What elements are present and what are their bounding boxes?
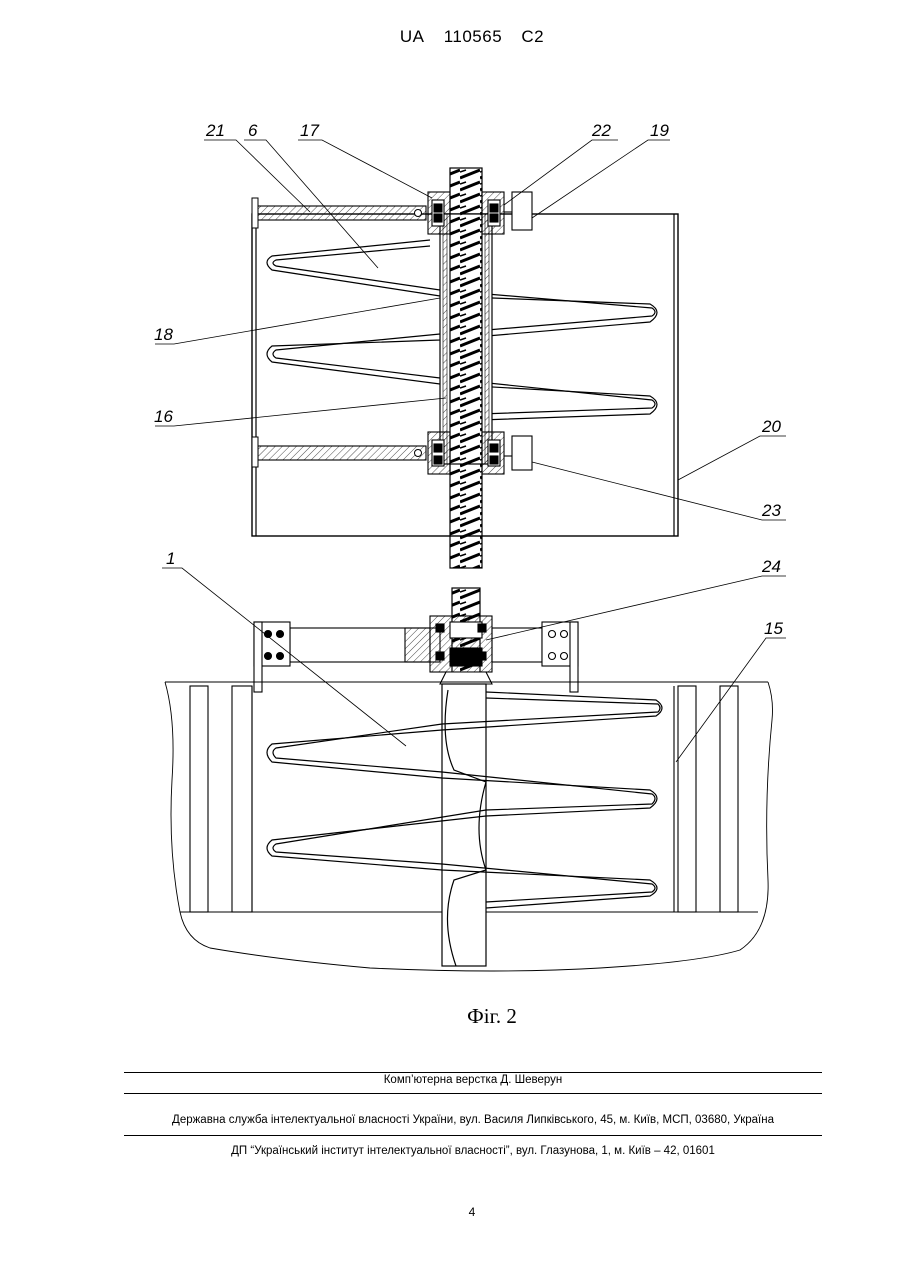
layout-credit: Комп’ютерна верстка Д. Шеверун — [124, 1074, 822, 1086]
divider — [124, 1093, 822, 1094]
callout-16: 16 — [154, 407, 173, 426]
bearing-hub — [430, 616, 492, 684]
page-number: 4 — [0, 1205, 901, 1219]
screw-shaft — [450, 168, 482, 674]
callout-15: 15 — [764, 619, 783, 638]
callout-18: 18 — [154, 325, 173, 344]
callout-6: 6 — [248, 121, 258, 140]
callout-1: 1 — [166, 549, 175, 568]
institute-address: ДП “Український інститут інтелектуальної… — [124, 1145, 822, 1157]
technical-drawing: 21 6 17 22 19 18 16 20 23 1 24 15 — [0, 0, 901, 1000]
figure-caption: Фіг. 2 — [0, 1004, 901, 1029]
lower-crossbar — [252, 437, 426, 467]
callout-22: 22 — [591, 121, 611, 140]
callout-23: 23 — [761, 501, 781, 520]
mixer-shaft — [442, 684, 486, 966]
callout-17: 17 — [300, 121, 319, 140]
callout-21: 21 — [205, 121, 225, 140]
callout-19: 19 — [650, 121, 669, 140]
callout-20: 20 — [761, 417, 781, 436]
divider — [124, 1135, 822, 1136]
agency-address: Державна служба інтелектуальної власност… — [124, 1114, 822, 1126]
divider — [124, 1072, 822, 1073]
callout-24: 24 — [761, 557, 781, 576]
